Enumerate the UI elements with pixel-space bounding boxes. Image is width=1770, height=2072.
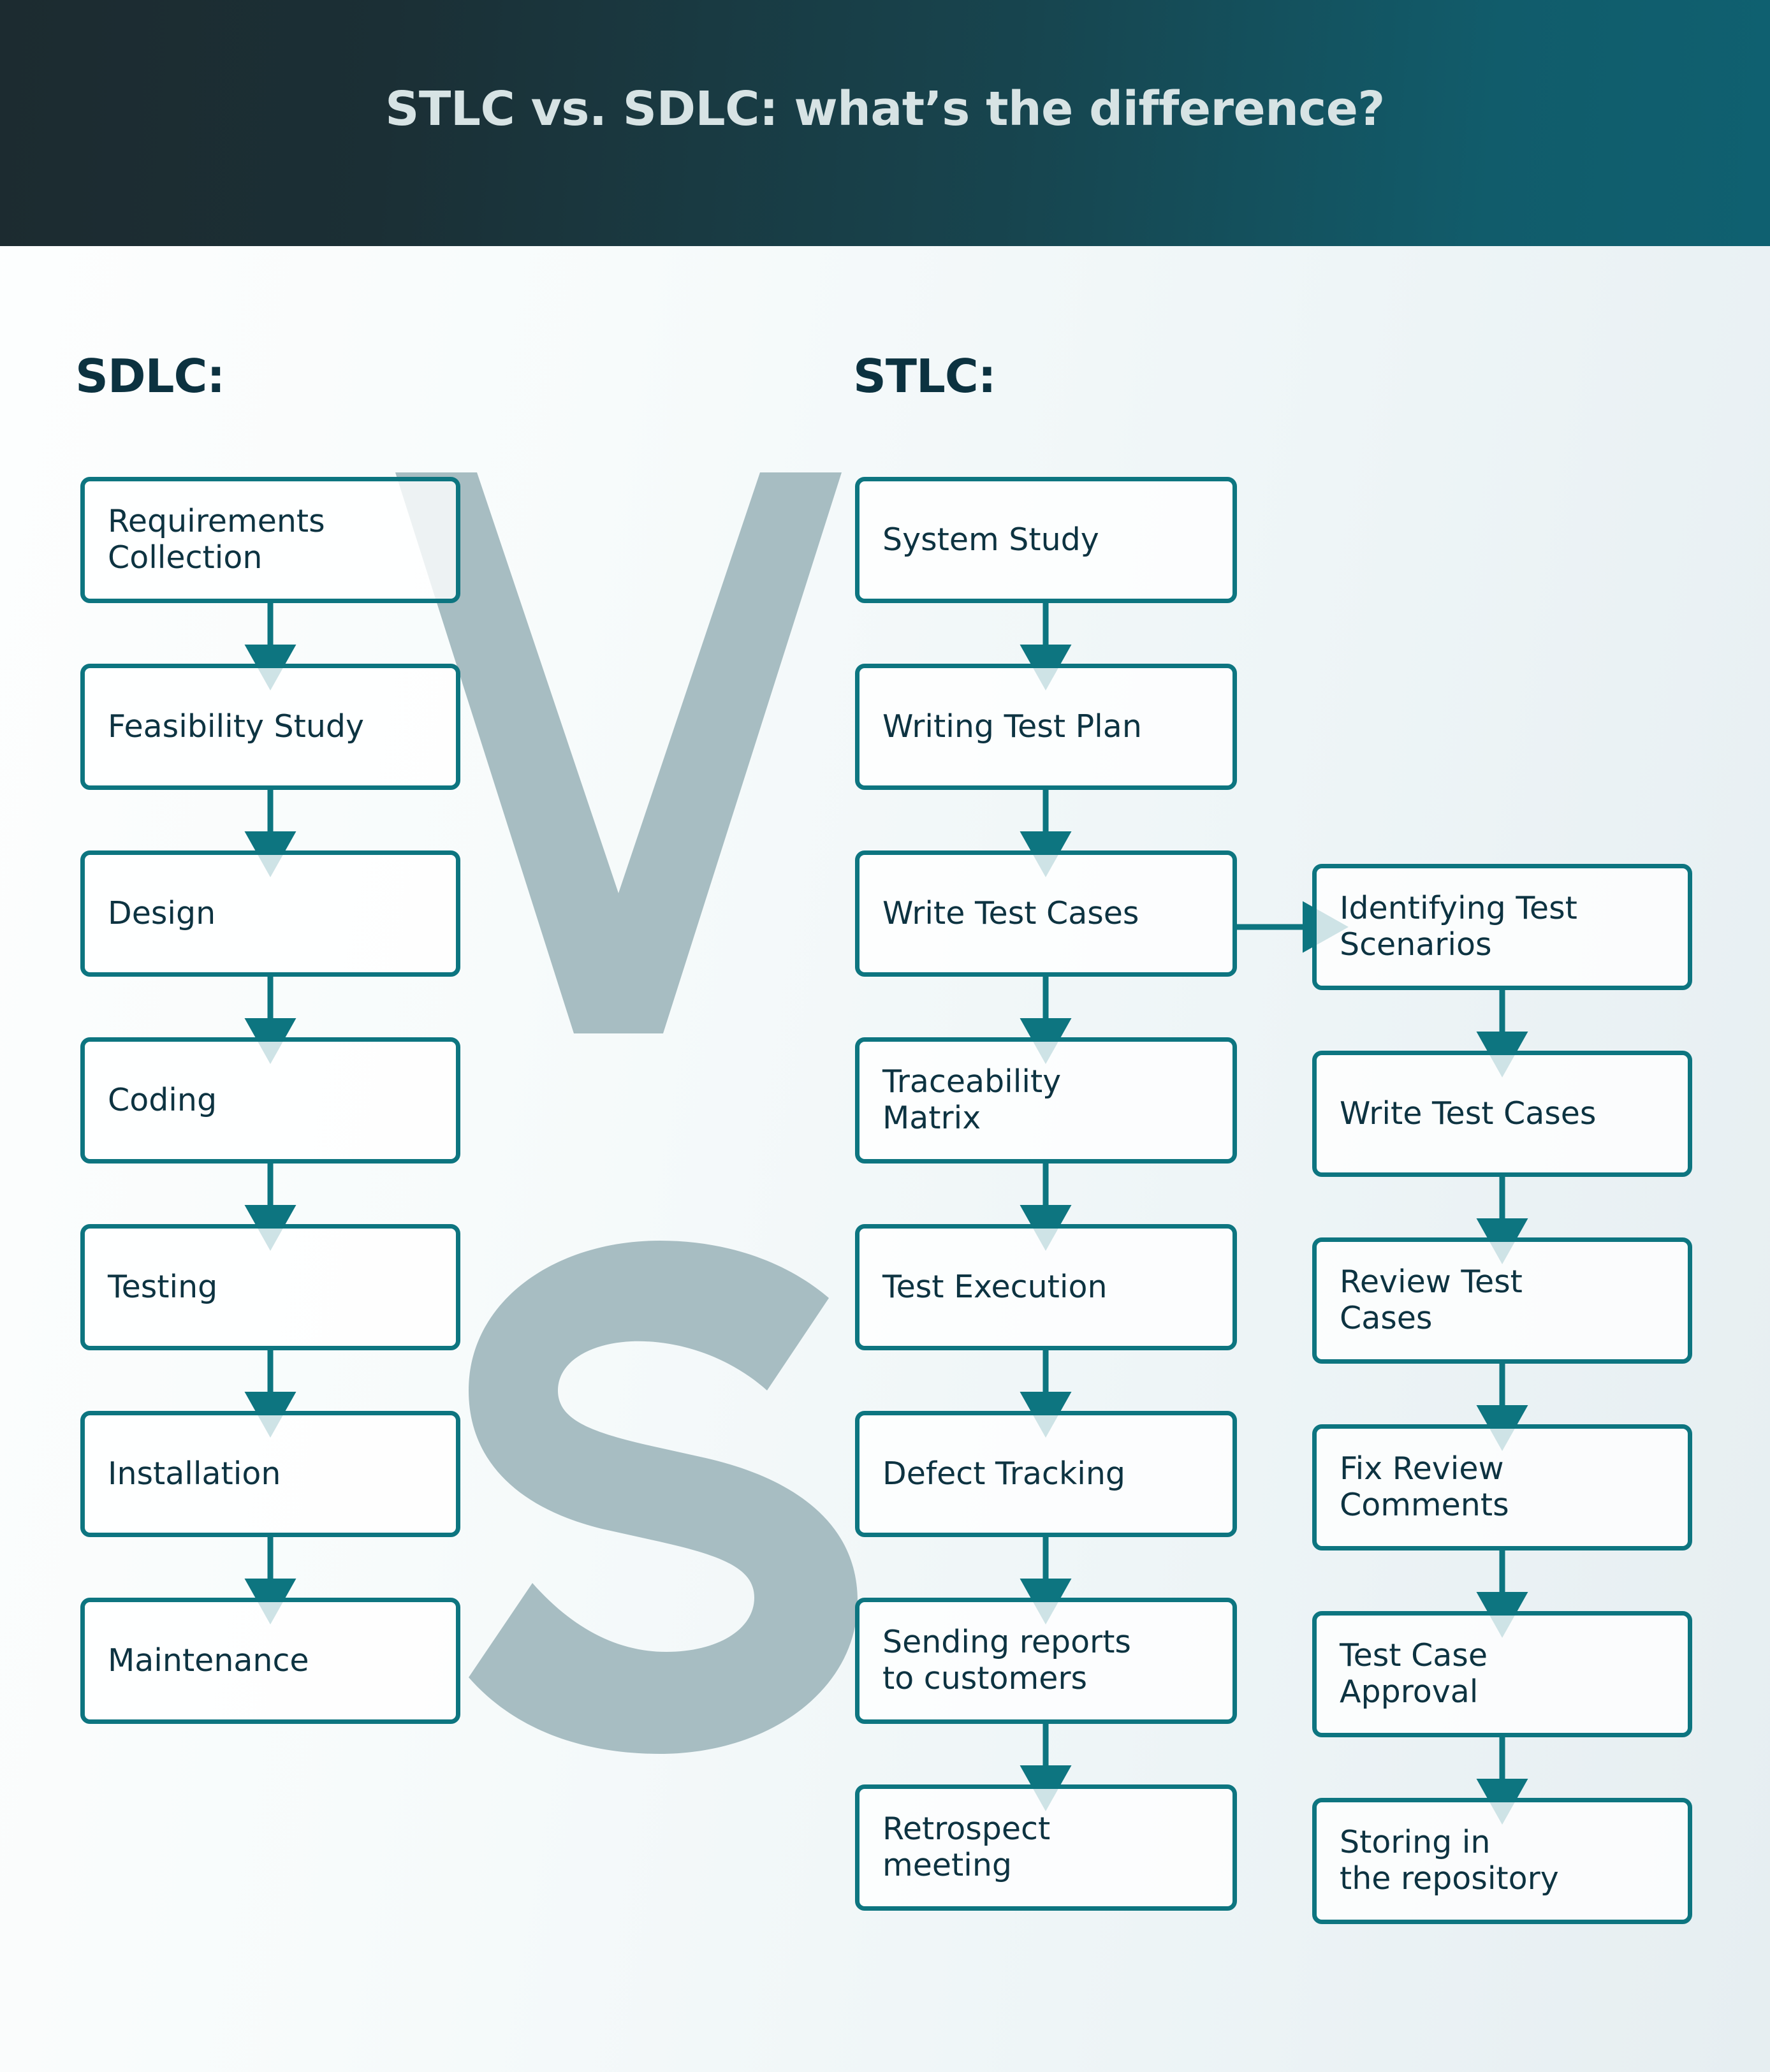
flow-box-label: Test Execution <box>882 1268 1108 1305</box>
flow-box-label: Coding <box>108 1081 217 1118</box>
watermark-letter-s <box>469 1241 858 1754</box>
flow-box[interactable]: Testing <box>80 1224 460 1350</box>
flow-box[interactable]: System Study <box>855 477 1237 603</box>
flow-box[interactable]: Feasibility Study <box>80 664 460 790</box>
flow-box-label: Writing Test Plan <box>882 708 1142 745</box>
page-title: STLC vs. SDLC: what’s the difference? <box>385 82 1385 136</box>
flow-box-label: Maintenance <box>108 1642 309 1679</box>
flow-box[interactable]: Defect Tracking <box>855 1411 1237 1537</box>
watermark-letter-v <box>395 472 842 1033</box>
flow-box[interactable]: Design <box>80 850 460 977</box>
flow-box[interactable]: Write Test Cases <box>855 850 1237 977</box>
flow-box[interactable]: Installation <box>80 1411 460 1537</box>
flow-box[interactable]: Coding <box>80 1037 460 1164</box>
column-heading-sdlc: SDLC: <box>75 349 225 403</box>
flow-box[interactable]: Maintenance <box>80 1598 460 1724</box>
flow-box-label: Design <box>108 894 216 931</box>
flow-box[interactable]: Write Test Cases <box>1312 1051 1692 1177</box>
flow-box-label: Installation <box>108 1455 281 1492</box>
flow-box-label: Defect Tracking <box>882 1455 1125 1492</box>
flow-box-label: Write Test Cases <box>882 894 1139 931</box>
flow-box[interactable]: Writing Test Plan <box>855 664 1237 790</box>
flow-box-label: Testing <box>108 1268 218 1305</box>
flow-box[interactable]: Test Execution <box>855 1224 1237 1350</box>
header-band: STLC vs. SDLC: what’s the difference? <box>0 0 1770 246</box>
column-heading-stlc: STLC: <box>853 349 996 403</box>
flow-box-label: Feasibility Study <box>108 708 365 745</box>
flow-box-label: System Study <box>882 521 1099 558</box>
flow-box-label: Write Test Cases <box>1340 1095 1597 1132</box>
